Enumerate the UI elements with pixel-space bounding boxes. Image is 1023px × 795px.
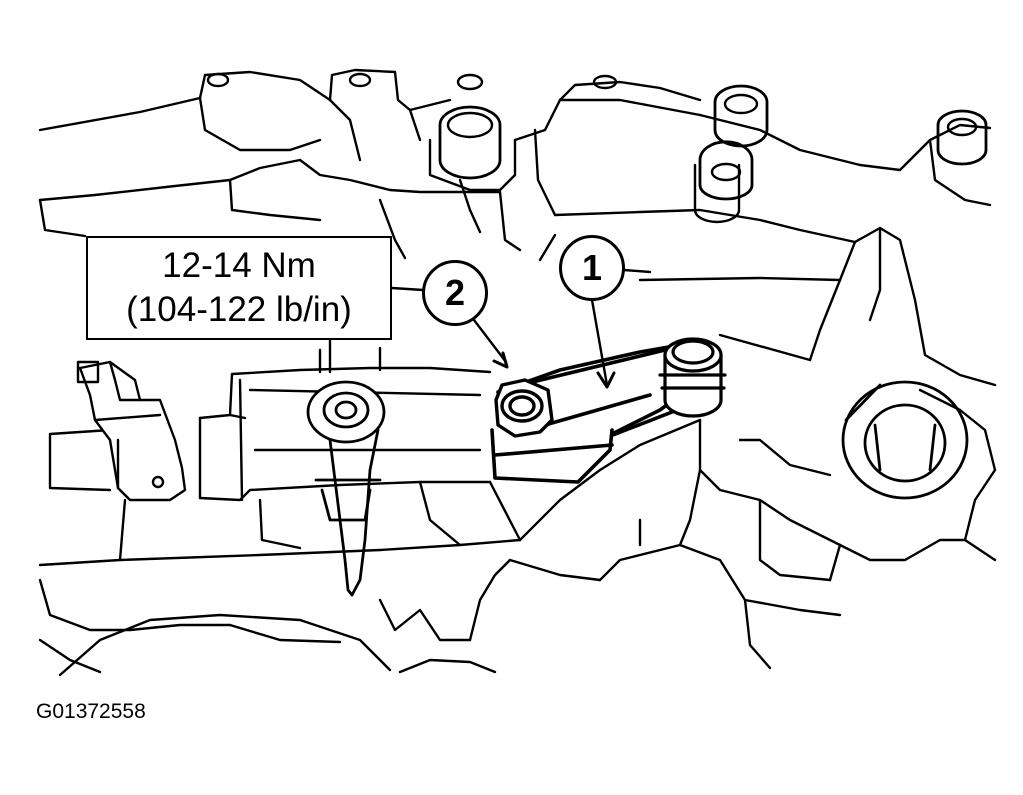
torque-imperial: (104-122 lb/in) bbox=[126, 290, 352, 329]
lower-housing bbox=[38, 418, 842, 677]
lever-bracket bbox=[490, 428, 614, 484]
torque-spec-box: 12-14 Nm (104-122 lb/in) bbox=[86, 236, 392, 340]
retaining-bolt bbox=[494, 378, 554, 438]
torque-metric: 12-14 Nm bbox=[162, 246, 316, 285]
figure-id: G01372558 bbox=[36, 700, 146, 723]
leader-lines bbox=[390, 233, 652, 389]
detent-lever bbox=[76, 360, 187, 502]
upper-casting-outline bbox=[38, 68, 992, 260]
tube-fitting bbox=[306, 380, 386, 597]
callout-1: 1 bbox=[559, 235, 625, 301]
upper-bosses bbox=[206, 72, 988, 224]
right-body bbox=[638, 226, 997, 582]
large-bore bbox=[841, 380, 969, 500]
callout-2: 2 bbox=[422, 260, 488, 326]
shift-shaft bbox=[48, 338, 492, 502]
pivot-pin bbox=[658, 337, 727, 418]
